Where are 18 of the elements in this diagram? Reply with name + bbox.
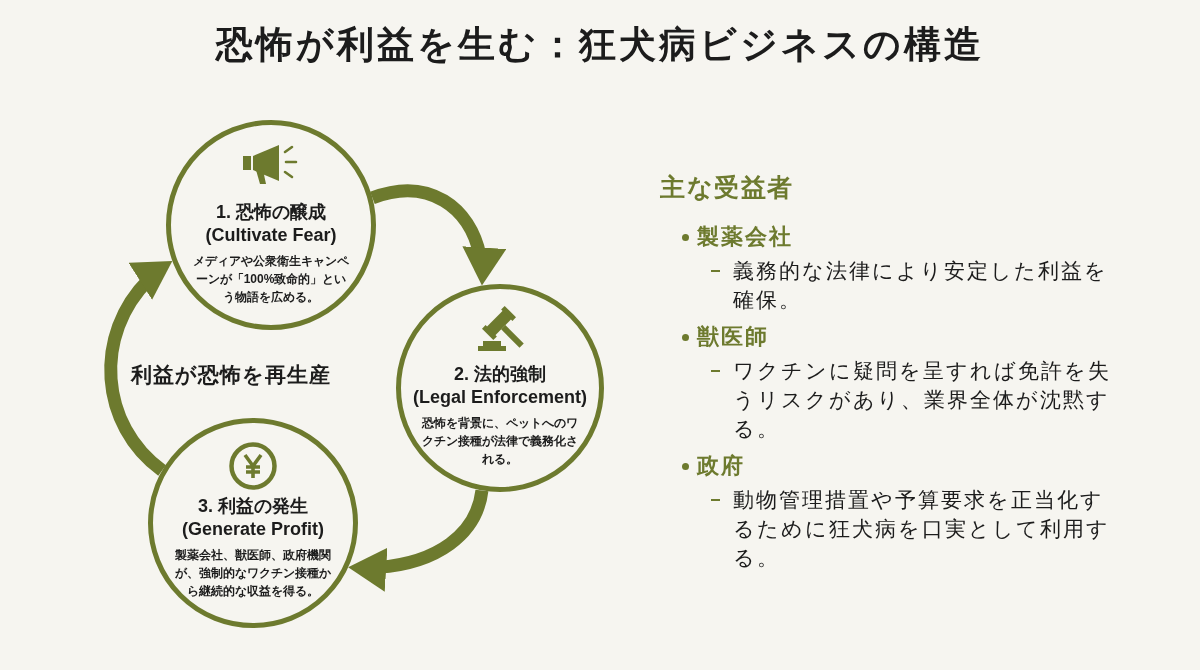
page-title: 恐怖が利益を生む：狂犬病ビジネスの構造: [216, 23, 984, 67]
list-heading: 製薬会社: [697, 223, 793, 251]
stage-description: 製薬会社、獣医師、政府機関が、強制的なワクチン接種から継続的な収益を得る。: [174, 547, 332, 600]
stage-title: 2. 法的強制: [454, 363, 546, 386]
stage-subtitle: (Cultivate Fear): [205, 224, 337, 247]
section-heading: 主な受益者: [660, 172, 794, 203]
list-heading: 政府: [697, 452, 745, 480]
list-text: 義務的な法律により安定した利益を確保。: [733, 258, 1109, 313]
stage-title: 3. 利益の発生: [198, 495, 308, 518]
curved-arrow: [370, 184, 504, 286]
list-text: 動物管理措置や予算要求を正当化するために狂犬病を口実として利用する。: [733, 487, 1111, 571]
list-heading: 獣医師: [697, 323, 769, 351]
stage-subtitle: (Legal Enforcement): [413, 386, 587, 409]
stage-subtitle: (Generate Profit): [182, 518, 324, 541]
list-text: ワクチンに疑問を呈すれば免許を失うリスクがあり、業界全体が沈黙する。: [733, 358, 1112, 442]
stage-description: メディアや公衆衛生キャンペーンが「100%致命的」という物語を広める。: [192, 253, 350, 306]
stage-title: 1. 恐怖の醸成: [216, 201, 326, 224]
stage-description: 恐怖を背景に、ペットへのワクチン接種が法律で義務化される。: [420, 415, 579, 468]
